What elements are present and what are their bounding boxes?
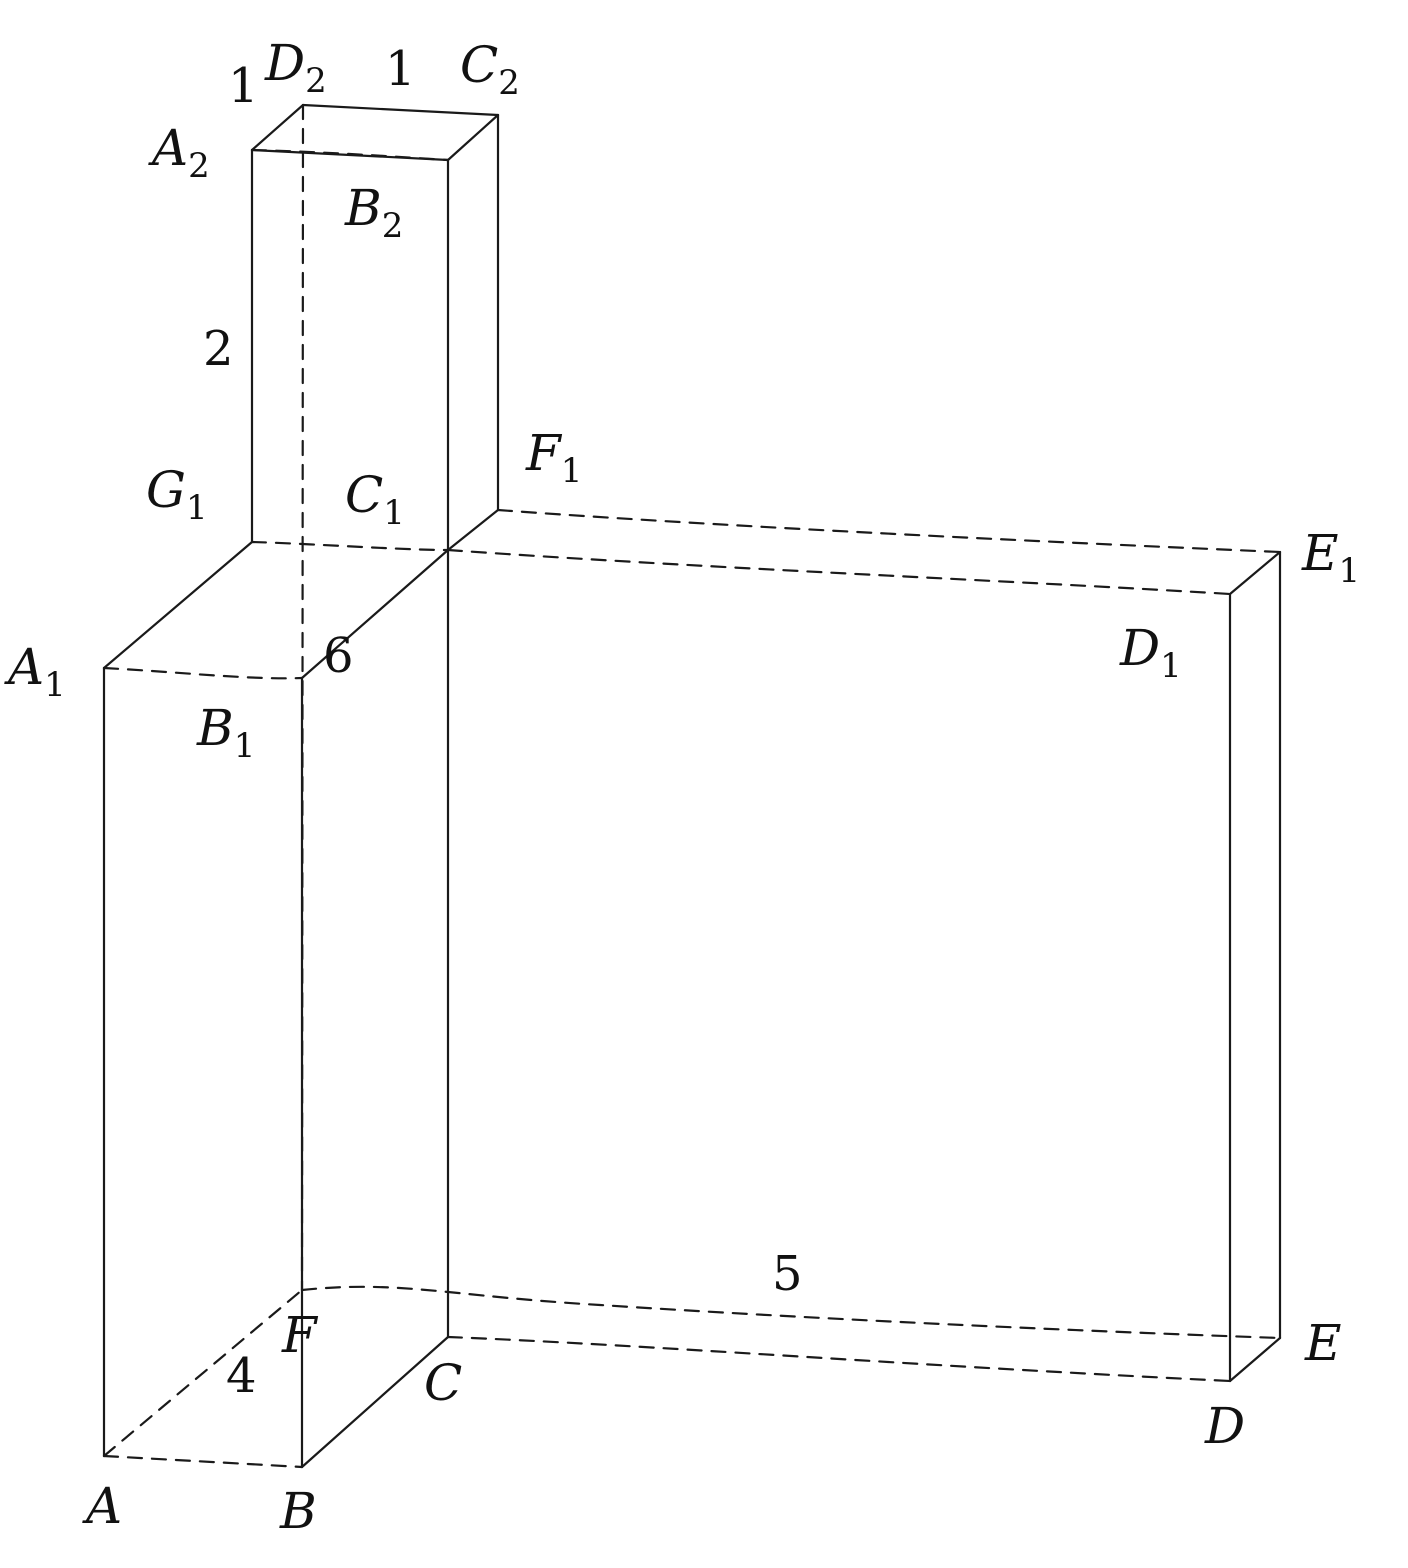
label-b1: B1 [196, 699, 255, 766]
edge-a2-d2 [250, 103, 305, 152]
label-e: E [1304, 1314, 1342, 1372]
edge-f1-c1 [446, 508, 500, 552]
edge-g1-c1 [250, 540, 450, 552]
edge-d2-c2 [301, 103, 500, 117]
label-d2: D2 [264, 34, 327, 101]
vertex-labels: D2 C2 A2 B2 G1 C1 F1 E1 A1 B1 D1 F C E A… [4, 34, 1360, 1540]
label-c2: C2 [460, 36, 520, 103]
dim-top-left: 1 [228, 58, 259, 114]
edge-a-b [102, 1454, 304, 1469]
edge-f1-e1 [496, 508, 1282, 554]
label-d1: D1 [1119, 619, 1182, 686]
edge-b-c [300, 1335, 450, 1469]
dim-length: 5 [772, 1246, 803, 1302]
dimension-labels: 1 1 2 6 5 4 [203, 41, 803, 1404]
edge-a-f [102, 1288, 304, 1458]
dim-height-top: 2 [203, 321, 234, 377]
label-g1: G1 [146, 461, 208, 528]
edge-c1-b1 [300, 548, 450, 680]
dim-top-right: 1 [385, 41, 416, 97]
dim-depth-bottom: 4 [226, 1348, 257, 1404]
edge-g1-a1 [102, 540, 254, 670]
dim-depth-mid: 6 [323, 628, 354, 684]
label-a2: A2 [148, 119, 210, 186]
label-b2: B2 [344, 179, 403, 246]
label-a: A [82, 1477, 122, 1535]
label-a1: A1 [4, 638, 66, 705]
edge-f-e [300, 1285, 1282, 1340]
label-f: F [281, 1306, 319, 1364]
edge-c2-b2 [446, 113, 500, 162]
label-f1: F1 [525, 424, 582, 491]
edge-d2-f [300, 103, 305, 1292]
visible-edges [102, 103, 1282, 1469]
edge-a1-b1 [102, 666, 304, 680]
edge-c1-d1 [446, 548, 1232, 596]
edge-a2-b2-inner [250, 148, 450, 162]
label-e1: E1 [1301, 524, 1360, 591]
edge-c-d [446, 1335, 1232, 1383]
label-d: D [1204, 1397, 1245, 1455]
label-c: C [424, 1354, 462, 1412]
edge-e1-d1 [1228, 550, 1282, 596]
edge-d-e [1228, 1336, 1282, 1383]
hidden-edges [102, 103, 1282, 1469]
label-c1: C1 [345, 466, 405, 533]
label-b: B [279, 1482, 317, 1540]
